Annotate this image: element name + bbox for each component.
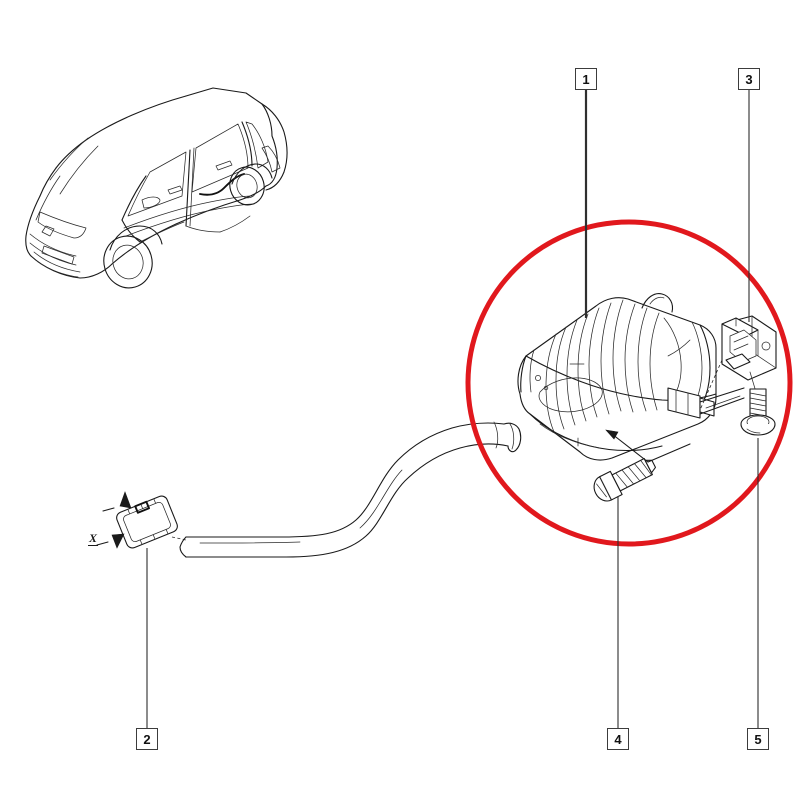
callout-box-5[interactable]: 5 (747, 728, 769, 750)
hex-head-bolt (593, 429, 691, 502)
callout-box-3[interactable]: 3 (738, 68, 760, 90)
bolt-with-flange-washer (740, 388, 776, 436)
exhaust-pipe (179, 421, 522, 558)
callout-box-1[interactable]: 1 (575, 68, 597, 90)
callout-label-1: 1 (582, 71, 590, 87)
silencer-muffler (517, 293, 745, 461)
callout-box-4[interactable]: 4 (607, 728, 629, 750)
callout-label-4: 4 (614, 731, 622, 747)
dimension-marker-x (96, 491, 132, 549)
highlight-circle (465, 219, 793, 547)
vehicle-illustration (25, 87, 288, 289)
dimension-label-x: X (88, 531, 99, 546)
rubber-hanger-mount (116, 495, 187, 549)
callout-label-5: 5 (754, 731, 762, 747)
callout-box-2[interactable]: 2 (136, 728, 158, 750)
callout-label-2: 2 (143, 731, 151, 747)
mounting-bracket (699, 315, 777, 411)
callout-leader-lines (146, 90, 759, 728)
callout-label-3: 3 (745, 71, 753, 87)
